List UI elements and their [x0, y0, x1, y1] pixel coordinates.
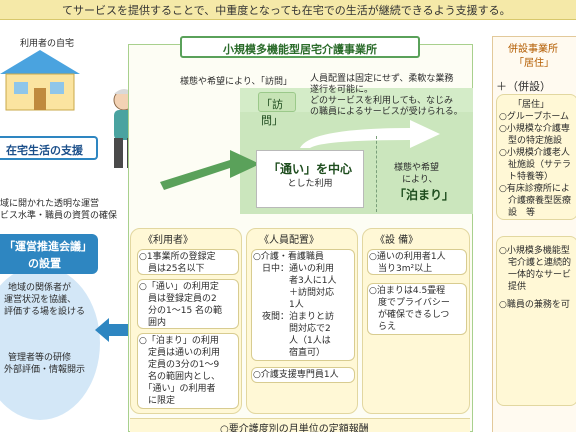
- council-title-line2: の設置: [28, 257, 61, 270]
- equipment-section: 《設 備》 ○通いの利用者1人 当り3m²以上 ○泊まりは4.5畳程 度でプライ…: [362, 228, 470, 414]
- users-item1-l1: ○1事業所の登録定: [139, 252, 216, 262]
- annex-box2-l2: 宅介護と連続的: [499, 258, 572, 268]
- users-item3-l1: ○「泊まり」の利用: [139, 336, 219, 346]
- equip-item2-l4: らえ: [369, 322, 397, 332]
- instay-label: 在宅生活の支援: [6, 144, 83, 157]
- annex-box2-l5: ○職員の兼務を可: [499, 300, 570, 310]
- house-icon: [0, 50, 80, 111]
- visit-description: 人員配置は固定にせず、柔軟な業務 遂行を可能に。 どのサービスを利用しても、なじ…: [310, 74, 470, 118]
- annex-plus-label: ＋（併設）: [496, 80, 551, 93]
- stay-text-1: 様態や希望: [394, 163, 440, 173]
- fee-text: ○要介護度別の月単位の定額報酬: [220, 424, 369, 432]
- staff-item1-l3: 者3人に1人: [253, 276, 337, 286]
- open-operation-text: 域に開かれた透明な運営: [0, 199, 100, 209]
- staff-title: 《人員配置》: [259, 235, 319, 246]
- instay-support-box: 在宅生活の支援: [0, 136, 98, 160]
- annex-integration-box: ○小規模多機能型 宅介護と連続的 一体的なサービ 提供 ○職員の兼務を可: [496, 236, 576, 406]
- annex-box2-l3: 一体的なサービ: [499, 270, 572, 280]
- council-ellipse: [0, 266, 100, 420]
- annex-box1-l5: ○小規模介護老人: [499, 148, 570, 158]
- visit-desc-2: 遂行を可能に。: [310, 85, 374, 95]
- annex-title-2: 「居住」: [514, 58, 554, 69]
- annex-box1-l1: 「居住」: [513, 100, 550, 110]
- users-item2-l3: 分の1〜15 名の範: [139, 306, 223, 316]
- equip-item1-l1: ○通いの利用者1人: [369, 252, 446, 262]
- equip-item1-l2: 当り3m²以上: [369, 264, 433, 274]
- users-item2-l1: ○「通い」の利用定: [139, 282, 219, 292]
- divider-line: [376, 136, 377, 212]
- tsuu-main-label: 「通い」を中心: [267, 162, 352, 176]
- staff-item2-l1: ○介護支援専門員1人: [253, 370, 339, 380]
- visit-desc-1: 人員配置は固定にせず、柔軟な業務: [310, 74, 454, 84]
- annex-residence-box: 「居住」 ○グループホーム ○小規模な介護専 型の特定施設 ○小規模介護老人 祉…: [496, 94, 576, 220]
- stay-text-2: により、: [402, 175, 438, 185]
- visit-desc-3: どのサービスを利用しても、なじみ: [310, 96, 454, 106]
- equip-item2-l2: 度でプライバシー: [369, 298, 450, 308]
- home-label: 利用者の自宅: [20, 39, 75, 49]
- users-title: 《利用者》: [143, 235, 193, 246]
- users-item3-l5: 「通い」の利用者: [139, 384, 216, 394]
- users-item3-l4: 名の範囲内とし、: [139, 372, 221, 382]
- staff-section: 《人員配置》 ○介護・看護職員 日中：通いの利用 者3人に1人 ＋訪問対応 1人…: [246, 228, 358, 414]
- annex-box1-l8: ○有床診療所によ: [499, 184, 570, 194]
- training-desc-2: 外部評価・情報開示: [4, 365, 86, 375]
- annex-box1-l3: ○小規模な介護専: [499, 124, 570, 134]
- annex-box1-l6: 祉施設（サテラ: [499, 160, 572, 170]
- users-item3-l2: 定員は通いの利用: [139, 348, 221, 358]
- council-desc-1: 地域の関係者が: [8, 283, 72, 293]
- visit-box: 「訪問」: [258, 92, 296, 127]
- visit-label: 「訪問」: [261, 98, 283, 127]
- council-desc-3: 評価する場を設ける: [4, 307, 86, 317]
- stay-main-label: 「泊まり」: [394, 188, 455, 202]
- staff-item1-l1: ○介護・看護職員: [253, 252, 324, 262]
- arrow-to-tsuu-icon: [160, 150, 260, 190]
- equip-item2-l1: ○泊まりは4.5畳程: [369, 286, 446, 296]
- annex-box2-l4: 提供: [499, 282, 527, 292]
- staff-item1-l2: 日中：通いの利用: [253, 264, 335, 274]
- users-item3-l3: 定員の3分の1〜9: [139, 360, 220, 370]
- staff-item1-l9: 宿直可）: [253, 348, 326, 358]
- main-title: 小規模多機能型居宅介護事業所: [223, 43, 377, 56]
- council-desc-2: 運営状況を協議、: [4, 295, 77, 305]
- service-quality-text: ビス水準・職員の資質の確保: [0, 211, 118, 221]
- staff-item1-l8: 人（1人は: [253, 336, 331, 346]
- staff-item1-l5: 1人: [253, 300, 304, 310]
- training-desc-1: 管理者等の研修: [8, 353, 72, 363]
- annex-title-1: 併設事業所: [508, 44, 558, 55]
- users-item2-l4: 囲内: [139, 318, 167, 328]
- annex-box1-l2: ○グループホーム: [499, 112, 570, 122]
- council-box: 「運営推進会議」 の設置: [0, 234, 98, 274]
- staff-item1-l6: 夜間：泊まりと訪: [253, 312, 335, 322]
- annex-box1-l7: ト特養等）: [499, 172, 554, 182]
- users-item3-l6: に限定: [139, 396, 176, 406]
- annex-box1-l10: 設 等: [499, 208, 536, 218]
- users-item1-l2: 員は25名以下: [139, 264, 205, 274]
- arrow-to-stay-icon: [300, 120, 440, 148]
- staff-item1-l7: 問対応で2: [253, 324, 331, 334]
- wish-visit-text: 様態や希望により、「訪問」: [180, 77, 292, 87]
- equip-item2-l3: が確保できるしつ: [369, 310, 450, 320]
- fee-strip: ○要介護度別の月単位の定額報酬: [130, 418, 470, 432]
- tsuu-sub-label: とした利用: [287, 179, 333, 189]
- equipment-title: 《設 備》: [375, 235, 419, 246]
- annex-box2-l1: ○小規模多機能型: [499, 246, 570, 256]
- users-section: 《利用者》 ○1事業所の登録定 員は25名以下 ○「通い」の利用定 員は登録定員…: [130, 228, 242, 414]
- council-title-line1: 「運営推進会議」: [4, 240, 92, 253]
- arrow-left-blue-icon: [95, 318, 135, 342]
- main-title-box: 小規模多機能型居宅介護事業所: [180, 36, 420, 58]
- banner-text: てサービスを提供することで、中重度となっても在宅での生活が継続できるよう支援する…: [62, 4, 511, 17]
- annex-box1-l4: 型の特定施設: [499, 136, 563, 146]
- staff-item1-l4: ＋訪問対応: [253, 288, 335, 298]
- users-item2-l2: 員は登録定員の2: [139, 294, 217, 304]
- annex-box1-l9: 介護療養型医療: [499, 196, 572, 206]
- visit-desc-4: の職員によるサービスが受けられる。: [310, 107, 463, 117]
- tsuu-box: [256, 150, 364, 208]
- top-banner: てサービスを提供することで、中重度となっても在宅での生活が継続できるよう支援する…: [0, 0, 576, 20]
